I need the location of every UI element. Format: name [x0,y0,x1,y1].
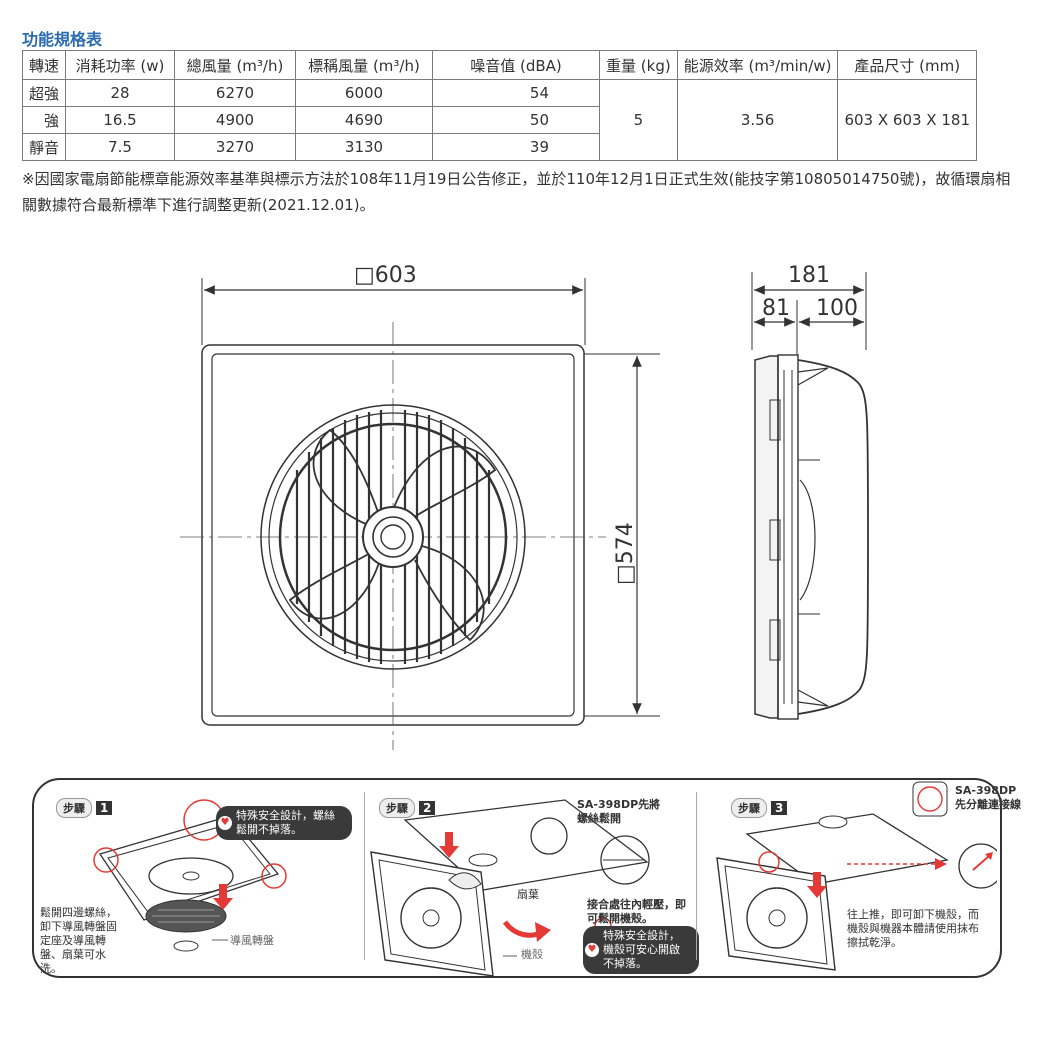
step-1-part-label: 導風轉盤 [230,934,274,947]
cell-noise: 39 [432,133,601,161]
cell-speed: 強 [21,106,67,134]
spec-table: 轉速 消耗功率 (w) 總風量 (m³/h) 標稱風量 (m³/h) 噪音值 (… [21,50,977,161]
width-dimension: □603 [201,263,586,345]
step-2-illustration [370,799,650,976]
width-label: □603 [354,263,417,288]
step-2-blade-label: 扇葉 [517,888,539,901]
footnote: ※因國家電扇節能標章能源效率基準與標示方法於108年11月19日公告修正，並於1… [22,170,1011,214]
cell-power: 7.5 [65,133,176,161]
step-2-badge: 步驟 2 [379,798,436,818]
step-3-illustration [716,781,997,971]
heart-icon: ♥ [585,943,599,957]
cell-total-airflow: 3270 [174,133,297,161]
cell-total-airflow: 4900 [174,106,297,134]
cell-size: 603 X 603 X 181 [837,79,977,161]
section-title: 功能規格表 [22,30,103,49]
header-total-airflow: 總風量 (m³/h) [174,50,297,80]
step-1-illustration [93,799,287,952]
cell-total-airflow: 6270 [174,79,297,107]
depth-a-label: 81 [762,296,790,321]
step-number: 1 [96,801,113,815]
height-dimension: □574 [584,353,660,717]
table-header-row: 轉速 消耗功率 (w) 總風量 (m³/h) 標稱風量 (m³/h) 噪音值 (… [21,50,977,80]
cell-efficiency: 3.56 [676,79,839,161]
cell-speed: 靜音 [21,133,67,161]
step-2-part-label: 機殼 [521,948,543,961]
table-row: 靜音 7.5 3270 3130 39 [21,133,977,161]
step-1-safety-callout: ♥ 特殊安全設計，螺絲鬆開不掉落。 [216,806,352,840]
step-2-mid-callout: 接合處往內輕壓，即可鬆開機殼。 [587,898,686,925]
step-1-badge: 步驟 1 [56,798,113,818]
header-size: 產品尺寸 (mm) [837,50,977,80]
header-speed: 轉速 [21,50,67,80]
step-3-description: 往上推，即可卸下機殼，而機殼與機器本體請使用抹布擦拭乾淨。 [847,908,979,949]
step-label: 步驟 [731,798,767,818]
dimension-drawing: □603 [180,263,869,750]
side-view [754,354,869,720]
front-view [180,322,606,750]
cleaning-steps-panel: 步驟 1 ♥ 特殊安全設計，螺絲鬆開不掉落。 鬆開四邊螺絲，卸下導風轉盤固定座及… [32,778,1021,978]
step-1-description: 鬆開四邊螺絲，卸下導風轉盤固定座及導風轉盤、扇葉可水洗。 [40,906,117,975]
step-2-callout-text: 特殊安全設計，機殼可安心開啟不掉落。 [603,929,680,970]
header-power: 消耗功率 (w) [65,50,176,80]
step-3-badge: 步驟 3 [731,798,788,818]
step-2: 步驟 2 SA-398DP先將螺絲鬆開 扇葉 接合處往內輕壓，即可鬆開機殼。 ♥ [365,780,699,976]
step-1: 步驟 1 ♥ 特殊安全設計，螺絲鬆開不掉落。 鬆開四邊螺絲，卸下導風轉盤固定座及… [34,780,364,976]
height-label: □574 [613,522,638,585]
step-divider [696,792,697,960]
cell-nominal-airflow: 3130 [295,133,434,161]
step-divider [364,792,365,960]
step-1-callout-text: 特殊安全設計，螺絲鬆開不掉落。 [236,809,335,836]
cell-weight: 5 [599,79,678,161]
step-2-safety-callout: ♥ 特殊安全設計，機殼可安心開啟不掉落。 [583,926,699,974]
step-label: 步驟 [56,798,92,818]
step-label: 步驟 [379,798,415,818]
heart-icon: ♥ [218,816,232,830]
step-number: 3 [771,801,788,815]
cell-power: 28 [65,79,176,107]
step-3: 步驟 3 SA-398DP先分離連接線 往上推，即可卸下機殼，而機殼與機器本體請… [697,780,1021,976]
header-nominal-airflow: 標稱風量 (m³/h) [295,50,434,80]
step-number: 2 [419,801,436,815]
step-2-top-callout: SA-398DP先將螺絲鬆開 [577,798,661,825]
fan-blades [288,428,497,642]
step-3-top-callout: SA-398DP先分離連接線 [955,784,1021,811]
depth-dimension: 181 81 100 [751,263,867,355]
cell-nominal-airflow: 6000 [295,79,434,107]
header-efficiency: 能源效率 (m³/min/w) [676,50,839,80]
depth-b-label: 100 [816,296,858,321]
depth-total-label: 181 [788,263,830,288]
